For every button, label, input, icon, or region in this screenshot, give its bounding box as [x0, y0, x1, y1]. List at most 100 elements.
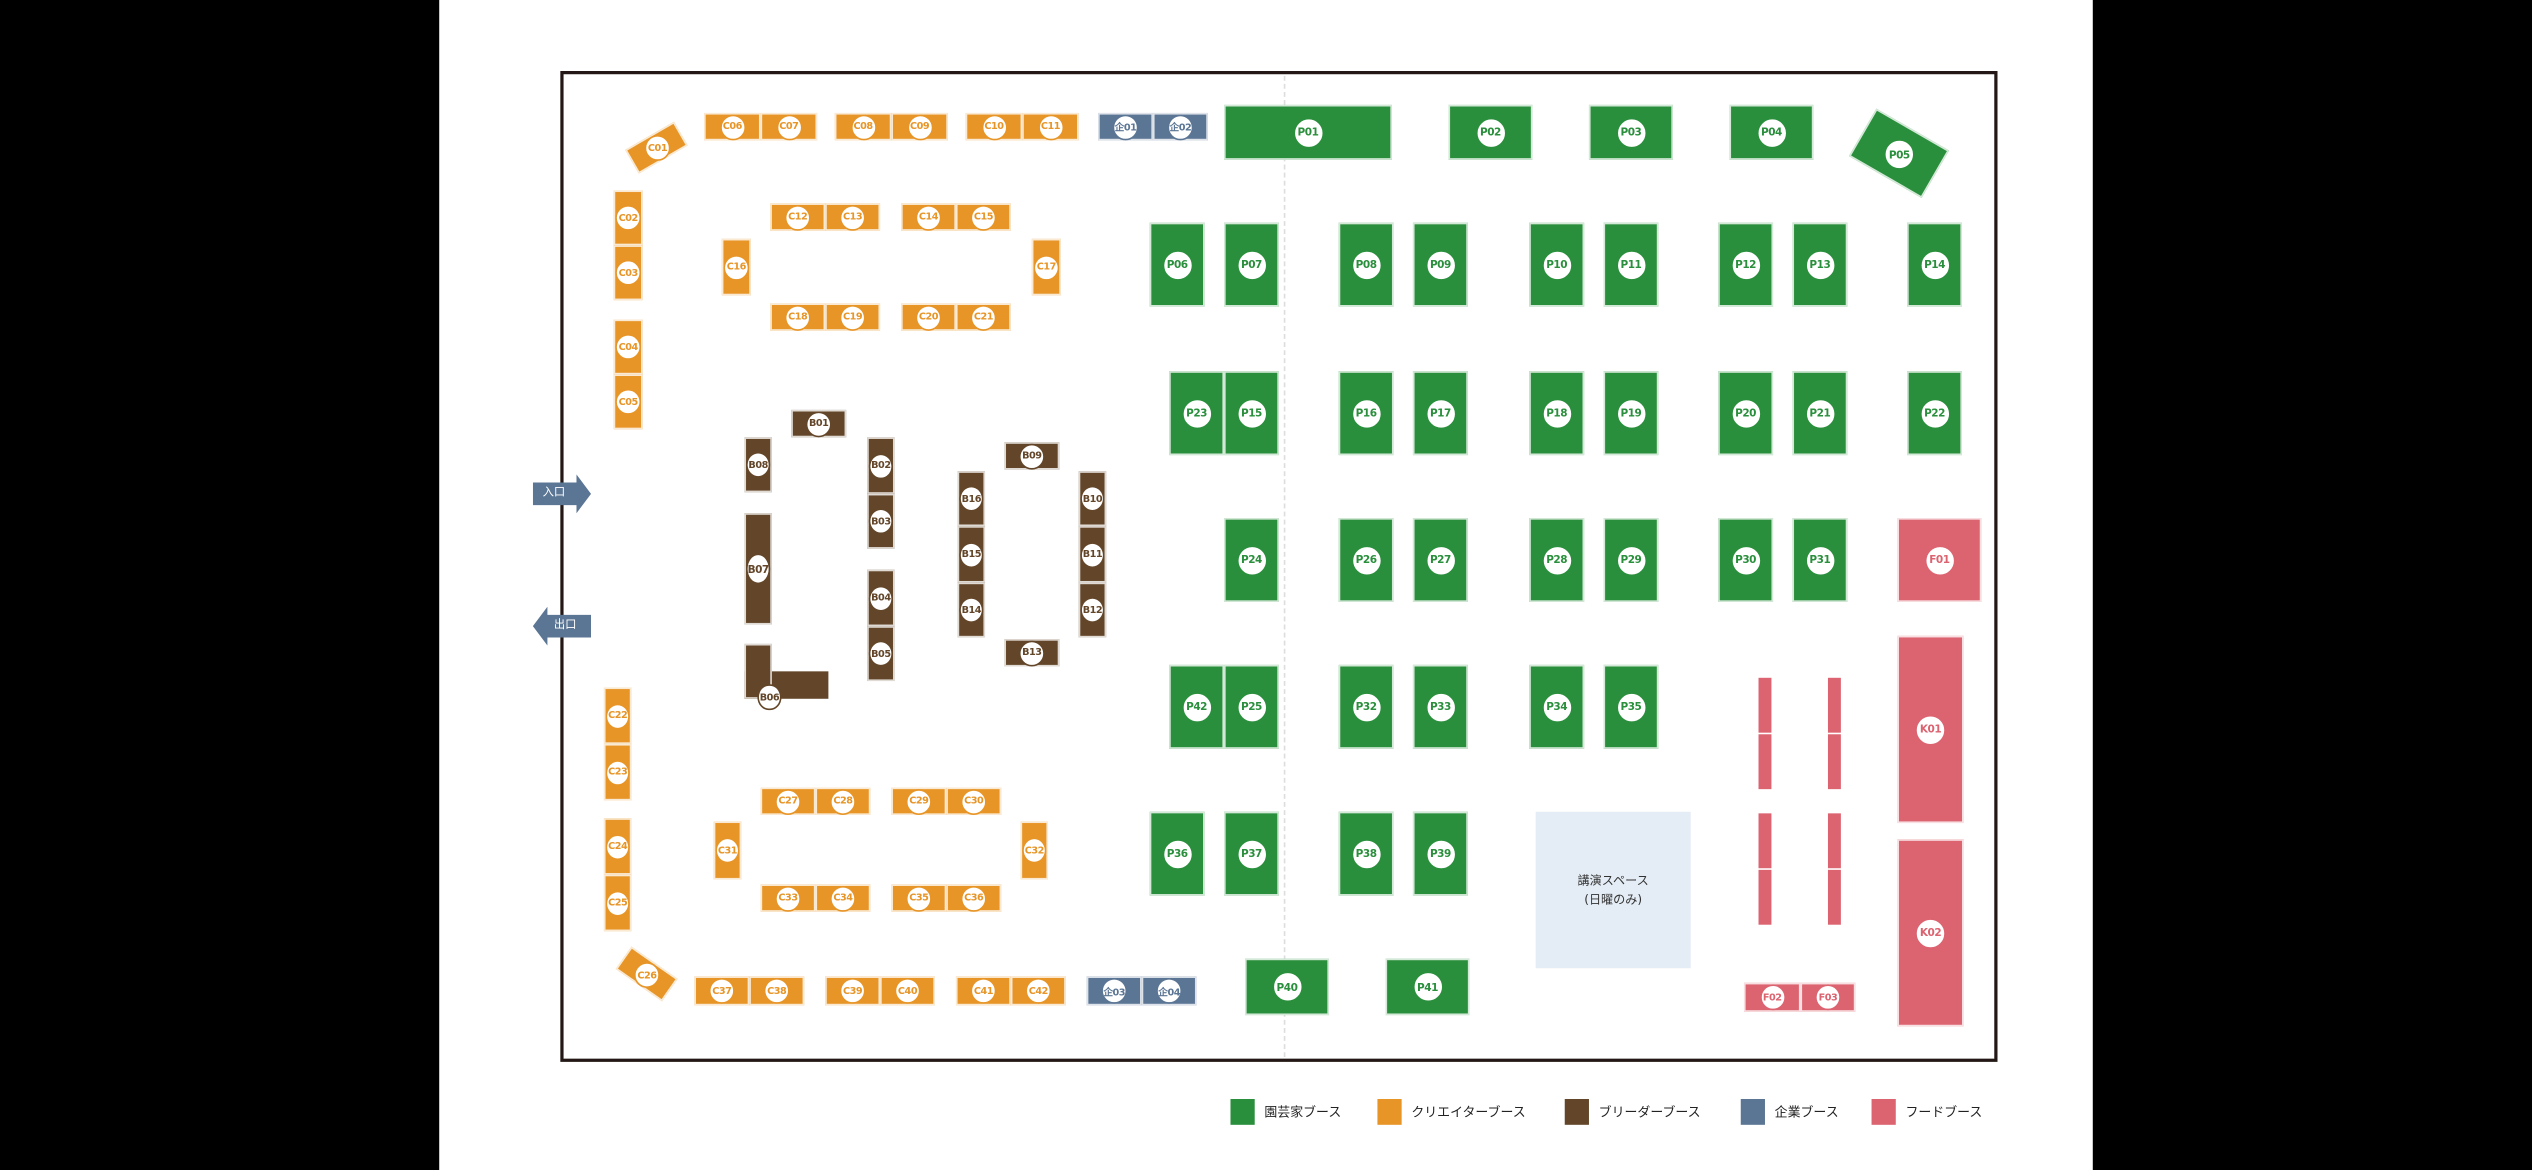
booth-creator[interactable]: C03 — [613, 245, 643, 301]
booth-garden[interactable]: P28 — [1529, 518, 1585, 602]
booth-creator[interactable]: C09 — [891, 112, 948, 141]
booth-garden[interactable]: P42 — [1169, 664, 1225, 749]
booth-garden[interactable]: P15 — [1224, 371, 1279, 456]
booth-creator[interactable]: C19 — [825, 303, 881, 331]
booth-creator[interactable]: C27 — [760, 787, 816, 815]
booth-garden[interactable]: P30 — [1718, 518, 1774, 602]
booth-garden[interactable]: P13 — [1792, 222, 1848, 307]
booth-creator[interactable]: C41 — [955, 976, 1011, 1006]
booth-garden[interactable]: P38 — [1338, 811, 1394, 896]
booth-garden[interactable]: P31 — [1792, 518, 1848, 602]
booth-garden[interactable]: P23 — [1169, 371, 1225, 456]
booth-creator[interactable]: C11 — [1022, 112, 1079, 141]
booth-breeder[interactable]: B12 — [1078, 582, 1107, 638]
booth-garden[interactable]: P29 — [1603, 518, 1659, 602]
booth-garden[interactable]: P10 — [1529, 222, 1585, 307]
booth-breeder[interactable]: B02 — [867, 437, 895, 494]
booth-garden[interactable]: P32 — [1338, 664, 1394, 749]
booth-creator[interactable]: C14 — [901, 203, 956, 231]
booth-creator[interactable]: C22 — [603, 687, 632, 744]
booth-breeder[interactable]: B15 — [957, 526, 986, 583]
booth-garden[interactable]: P21 — [1792, 371, 1848, 456]
booth-company[interactable]: 企04 — [1141, 976, 1197, 1006]
booth-breeder[interactable]: B11 — [1078, 526, 1107, 583]
booth-creator[interactable]: C23 — [603, 743, 632, 801]
booth-creator[interactable]: C06 — [704, 112, 761, 141]
booth-garden[interactable]: P07 — [1224, 222, 1279, 307]
booth-garden[interactable]: P34 — [1529, 664, 1585, 749]
booth-breeder[interactable]: B04 — [867, 569, 895, 627]
booth-creator[interactable]: C36 — [946, 884, 1002, 912]
booth-creator[interactable]: C29 — [891, 787, 947, 815]
booth-breeder[interactable]: B01 — [791, 409, 847, 438]
booth-creator[interactable]: C25 — [603, 874, 632, 932]
booth-garden[interactable]: P14 — [1907, 222, 1962, 307]
booth-creator[interactable]: C05 — [613, 374, 643, 430]
booth-creator[interactable]: C07 — [760, 112, 818, 141]
booth-creator[interactable]: C17 — [1031, 238, 1061, 296]
booth-garden[interactable]: P16 — [1338, 371, 1394, 456]
booth-company[interactable]: 企03 — [1086, 976, 1142, 1006]
booth-breeder[interactable]: B14 — [957, 582, 986, 638]
booth-garden[interactable]: P41 — [1385, 958, 1470, 1016]
booth-creator[interactable]: C15 — [955, 203, 1011, 231]
booth-creator[interactable]: C35 — [891, 884, 947, 912]
booth-creator[interactable]: C33 — [760, 884, 816, 912]
booth-creator[interactable]: C40 — [880, 976, 935, 1006]
booth-creator[interactable]: C08 — [834, 112, 892, 141]
booth-creator[interactable]: C39 — [825, 976, 881, 1006]
booth-breeder[interactable]: B05 — [867, 626, 895, 682]
booth-breeder[interactable]: B09 — [1004, 442, 1060, 470]
booth-garden[interactable]: P35 — [1603, 664, 1659, 749]
booth-creator[interactable]: C10 — [965, 112, 1023, 141]
booth-creator[interactable]: C02 — [613, 190, 643, 246]
booth-garden[interactable]: P40 — [1245, 958, 1329, 1016]
booth-creator[interactable]: C34 — [815, 884, 871, 912]
booth-breeder[interactable]: B08 — [744, 437, 772, 493]
booth-garden[interactable]: P37 — [1224, 811, 1279, 896]
booth-garden[interactable]: P22 — [1907, 371, 1962, 456]
booth-garden[interactable]: P39 — [1412, 811, 1468, 896]
booth-breeder[interactable]: B16 — [957, 471, 986, 527]
booth-garden[interactable]: P19 — [1603, 371, 1659, 456]
booth-food[interactable]: F01 — [1897, 518, 1982, 602]
lecture-space[interactable]: 講演スペース (日曜のみ) — [1535, 811, 1691, 969]
booth-breeder[interactable]: B07 — [744, 513, 772, 625]
booth-garden[interactable]: P01 — [1224, 104, 1392, 160]
booth-garden[interactable]: P24 — [1224, 518, 1279, 602]
booth-creator[interactable]: C31 — [713, 821, 742, 880]
booth-garden[interactable]: P27 — [1412, 518, 1468, 602]
booth-creator[interactable]: C32 — [1020, 821, 1049, 880]
booth-food[interactable]: K01 — [1897, 635, 1964, 824]
booth-garden[interactable]: P25 — [1224, 664, 1279, 749]
booth-creator[interactable]: C04 — [613, 319, 643, 375]
booth-garden[interactable]: P06 — [1149, 222, 1205, 307]
booth-garden[interactable]: P12 — [1718, 222, 1774, 307]
booth-creator[interactable]: C24 — [603, 818, 632, 875]
booth-garden[interactable]: P09 — [1412, 222, 1468, 307]
booth-garden[interactable]: P08 — [1338, 222, 1394, 307]
booth-creator[interactable]: C38 — [749, 976, 805, 1006]
booth-food[interactable]: F02 — [1743, 982, 1801, 1012]
booth-garden[interactable]: P03 — [1588, 104, 1673, 160]
booth-garden[interactable]: P36 — [1149, 811, 1205, 896]
booth-food[interactable]: K02 — [1897, 839, 1964, 1027]
booth-creator[interactable]: C18 — [770, 303, 826, 331]
booth-garden[interactable]: P11 — [1603, 222, 1659, 307]
booth-garden[interactable]: P33 — [1412, 664, 1468, 749]
booth-breeder[interactable]: B03 — [867, 493, 895, 549]
booth-creator[interactable]: C30 — [946, 787, 1002, 815]
booth-creator[interactable]: C16 — [721, 238, 751, 296]
booth-garden[interactable]: P26 — [1338, 518, 1394, 602]
booth-breeder[interactable]: B13 — [1004, 639, 1060, 667]
booth-company[interactable]: 企01 — [1098, 112, 1153, 141]
booth-food[interactable]: F03 — [1800, 982, 1856, 1012]
booth-creator[interactable]: C28 — [815, 787, 871, 815]
booth-garden[interactable]: P17 — [1412, 371, 1468, 456]
booth-garden[interactable]: P02 — [1448, 104, 1533, 160]
booth-creator[interactable]: C37 — [694, 976, 750, 1006]
booth-creator[interactable]: C12 — [770, 203, 826, 231]
booth-creator[interactable]: C42 — [1010, 976, 1066, 1006]
booth-breeder[interactable]: B06 — [744, 643, 781, 711]
booth-garden[interactable]: P04 — [1729, 104, 1814, 160]
